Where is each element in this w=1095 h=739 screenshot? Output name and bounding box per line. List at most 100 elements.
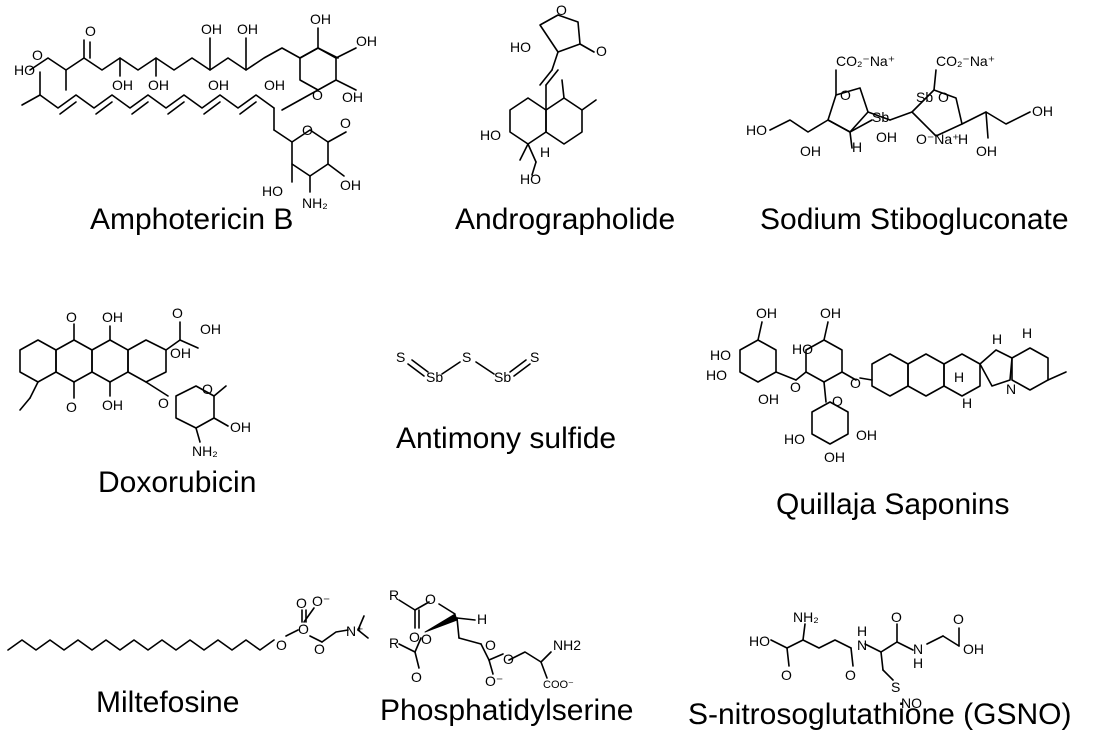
atom-label: OH — [310, 11, 331, 27]
atom-label: H — [913, 655, 923, 671]
structure-quillaja-saponins: HO HO OH OH HO O O OH O HO OH OH H H H N… — [706, 305, 1067, 465]
atom-label: NO — [901, 695, 922, 711]
compound-name: Sodium Stibogluconate — [760, 203, 1069, 236]
compound-name: Miltefosine — [96, 686, 240, 719]
atom-label: Sb — [872, 109, 889, 125]
atom-label: O — [202, 381, 213, 397]
atom-label: OH — [876, 129, 897, 145]
atom-label: NH₂ — [302, 195, 328, 211]
atom-label: S — [462, 349, 471, 365]
atom-label: O — [953, 611, 964, 627]
atom-label: OH — [824, 449, 845, 465]
atom-label: OH — [340, 177, 361, 193]
atom-label: O — [298, 621, 309, 637]
atom-label: OH — [148, 77, 169, 93]
atom-label: OH — [237, 21, 258, 37]
atom-label: HO — [480, 127, 501, 143]
atom-label: HO — [710, 347, 731, 363]
atom-label: H — [852, 139, 862, 155]
structure-amphotericin-b: HO O O OH OH OH OH OH OH OH OH O OH O O … — [14, 11, 377, 211]
atom-label: H — [477, 611, 487, 627]
atom-label: H — [540, 144, 550, 160]
structure-phosphatidylserine: R O O H R O O O O O⁻ NH2 COO⁻ — [389, 587, 581, 691]
atom-label: OH — [963, 641, 984, 657]
atom-label: O — [296, 595, 307, 611]
atom-label: O — [891, 609, 902, 625]
atom-label: OH — [200, 321, 221, 337]
atom-label: OH — [820, 305, 841, 321]
atom-label: O — [411, 669, 422, 685]
compound-name: Andrographolide — [455, 203, 676, 236]
atom-label: O — [302, 122, 313, 138]
atom-label: O — [485, 637, 496, 653]
compound-name: Doxorubicin — [98, 466, 257, 499]
atom-label: H — [1022, 325, 1032, 341]
atom-label: H — [962, 395, 972, 411]
atom-label: H — [992, 331, 1002, 347]
atom-label: OH — [230, 419, 251, 435]
atom-label: OH — [756, 305, 777, 321]
compound-name: Quillaja Saponins — [776, 488, 1010, 521]
atom-label: OH — [1032, 103, 1053, 119]
structure-andrographolide: HO O O HO H HO — [480, 2, 607, 187]
atom-label: N⁺ — [346, 623, 364, 639]
atom-label: O — [790, 379, 801, 395]
compound-name: Antimony sulfide — [396, 422, 617, 455]
atom-label: H — [958, 131, 968, 147]
atom-label: O — [781, 667, 792, 683]
atom-label: O — [845, 667, 856, 683]
atom-label: Sb — [916, 89, 933, 105]
atom-label: O — [66, 399, 77, 415]
atom-label: HO — [14, 62, 35, 78]
atom-label: O — [312, 87, 323, 103]
atom-label: O — [850, 375, 861, 391]
atom-label: OH — [758, 391, 779, 407]
atom-label: S — [530, 349, 539, 365]
structure-gsno: HO O NH₂ O N H O N H O OH S NO — [749, 609, 984, 711]
atom-label: O — [596, 43, 607, 59]
atom-label: O — [421, 631, 432, 647]
atom-label: OH — [170, 345, 191, 361]
atom-label: O⁻Na⁺ — [916, 131, 960, 147]
atom-label: O — [32, 47, 43, 63]
atom-label: O — [832, 393, 843, 409]
atom-label: O — [158, 395, 169, 411]
atom-label: O — [556, 2, 567, 18]
atom-label: O — [840, 87, 851, 103]
atom-label: R — [389, 635, 399, 651]
atom-label: HO — [746, 122, 767, 138]
atom-label: O⁻ — [312, 593, 330, 609]
atom-label: HO — [262, 183, 283, 199]
atom-label: O — [85, 23, 96, 39]
atom-label: OH — [112, 77, 133, 93]
structure-antimony-sulfide: S Sb S Sb S — [396, 349, 539, 385]
atom-label: HO — [749, 633, 770, 649]
atom-label: HO — [520, 171, 541, 187]
atom-label: COO⁻ — [543, 679, 574, 691]
atom-label: O — [409, 629, 420, 645]
atom-label: O — [938, 89, 949, 105]
atom-label: OH — [102, 397, 123, 413]
atom-label: CO₂⁻Na⁺ — [936, 53, 995, 69]
atom-label: HO — [784, 431, 805, 447]
atom-label: CO₂⁻Na⁺ — [836, 53, 895, 69]
atom-label: H — [954, 369, 964, 385]
atom-label: S — [396, 349, 405, 365]
atom-label: S — [891, 679, 900, 695]
atom-label: HO — [706, 367, 727, 383]
atom-label: OH — [856, 427, 877, 443]
atom-label: Sb — [494, 369, 511, 385]
atom-label: O — [425, 591, 436, 607]
atom-label: HO — [792, 341, 813, 357]
atom-label: N — [913, 641, 923, 657]
atom-label: OH — [201, 21, 222, 37]
atom-label: OH — [356, 33, 377, 49]
atom-label: Sb — [426, 369, 443, 385]
compound-name: S-nitrosoglutathione (GSNO) — [688, 698, 1072, 731]
structure-miltefosine: O O O O⁻ O N⁺ — [7, 593, 369, 657]
atom-label: N — [857, 637, 867, 653]
atom-label: OH — [208, 77, 229, 93]
atom-label: H — [857, 623, 867, 639]
atom-label: OH — [342, 89, 363, 105]
